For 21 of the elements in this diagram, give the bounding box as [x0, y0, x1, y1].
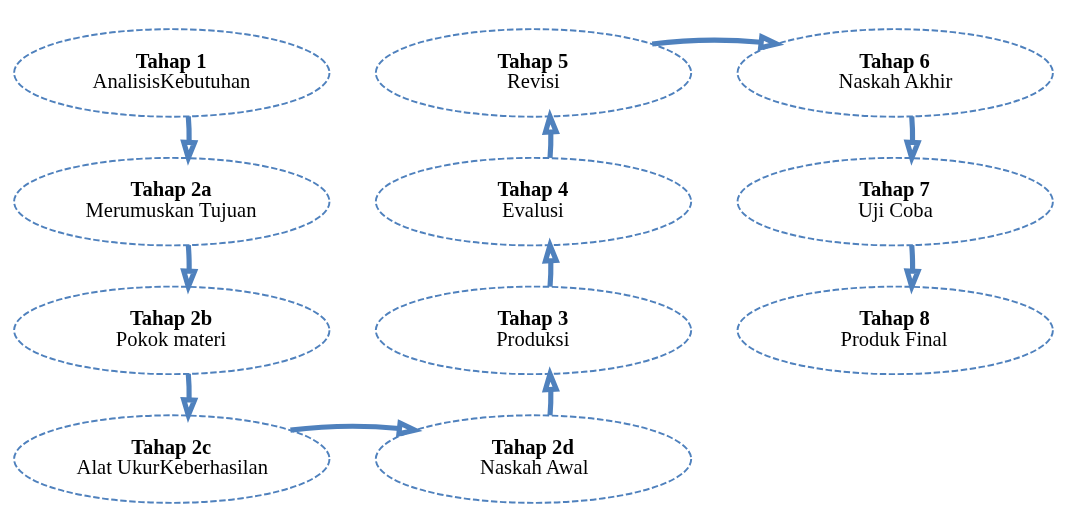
- arrow: [903, 115, 922, 166]
- arrow: [180, 373, 199, 423]
- node-ellipse: Tahap 1 AnalisisKebutuhan: [13, 27, 331, 118]
- node-ellipse: Tahap 4 Evalusi: [374, 156, 693, 246]
- node-ellipse: Tahap 2c Alat UkurKeberhasilan: [13, 413, 331, 504]
- arrow: [541, 365, 560, 416]
- node-ellipse: Tahap 3 Produksi: [374, 285, 693, 375]
- node-ellipse: Tahap 6 Naskah Akhir: [736, 27, 1054, 118]
- arrow: [180, 244, 199, 294]
- arrow: [290, 418, 423, 437]
- arrow: [180, 115, 199, 166]
- arrow: [541, 237, 560, 287]
- arrow: [903, 244, 922, 294]
- arrow: [651, 32, 785, 51]
- node-ellipse: Tahap 2a Merumuskan Tujuan: [13, 156, 331, 246]
- node-ellipse: Tahap 7 Uji Coba: [736, 156, 1054, 246]
- node-ellipse: Tahap 5 Revisi: [374, 27, 693, 118]
- arrow: [541, 108, 560, 158]
- node-ellipse: Tahap 2d Naskah Awal: [374, 413, 693, 504]
- node-ellipse: Tahap 8 Produk Final: [736, 285, 1054, 375]
- node-ellipse: Tahap 2b Pokok materi: [13, 285, 331, 375]
